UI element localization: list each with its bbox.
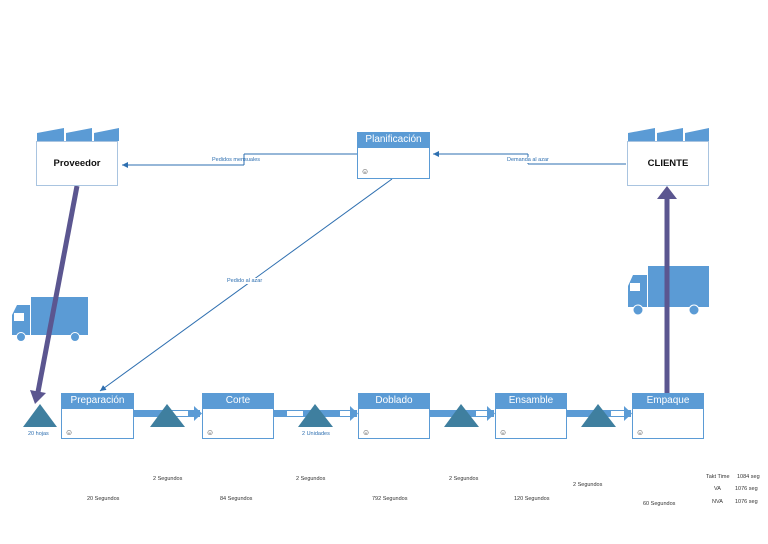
- takt-time-value: 1084 seg: [737, 474, 760, 480]
- nva-value: 1076 seg: [735, 499, 758, 505]
- process-time-3: 792 Segundos: [372, 496, 408, 502]
- process-header-ensamble: Ensamble: [495, 393, 567, 408]
- process-box-preparacion: ☺: [61, 408, 134, 439]
- supplier-delivery-arrow: [30, 185, 80, 404]
- monthly-orders-label: Pedidos mensuales: [212, 157, 261, 163]
- customer-delivery-arrow: [657, 186, 677, 394]
- random-demand-label: Demanda al azar: [507, 157, 549, 163]
- operator-icon: ☺: [362, 428, 371, 437]
- process-box-empaque: ☺: [632, 408, 704, 439]
- process-time-1: 20 Segundos: [87, 496, 120, 502]
- operator-icon: ☺: [499, 428, 508, 437]
- operator-icon: ☺: [206, 428, 215, 437]
- va-label: VA: [714, 486, 721, 492]
- customer-truck-icon: [628, 266, 709, 316]
- process-time-5: 60 Segundos: [643, 501, 676, 507]
- inventory-label-second: 2 Unidades: [302, 431, 330, 437]
- process-time-4: 120 Segundos: [514, 496, 550, 502]
- supplier-factory-icon: [37, 128, 119, 141]
- takt-time-label: Takt Time: [706, 474, 730, 480]
- process-box-ensamble: ☺: [495, 408, 567, 439]
- random-order-label: Pedido al azar: [227, 278, 263, 284]
- operator-icon: ☺: [636, 428, 645, 437]
- wait-time-4: 2 Segundos: [573, 482, 603, 488]
- process-header-preparacion: Preparación: [61, 393, 134, 408]
- supplier-truck-icon: [12, 297, 88, 342]
- wait-time-1: 2 Segundos: [153, 476, 183, 482]
- supplier-label: Proveedor: [53, 158, 101, 169]
- va-value: 1076 seg: [735, 486, 758, 492]
- inventory-triangles: [23, 404, 616, 427]
- process-header-doblado: Doblado: [358, 393, 430, 408]
- nva-label: NVA: [712, 499, 723, 505]
- info-flow-random-order: [99, 178, 393, 392]
- process-header-corte: Corte: [202, 393, 274, 408]
- operator-icon: ☺: [361, 167, 370, 176]
- inventory-label-first: 20 hojas: [28, 431, 49, 437]
- wait-time-2: 2 Segundos: [296, 476, 326, 482]
- process-time-2: 84 Segundos: [220, 496, 253, 502]
- operator-icon: ☺: [65, 428, 74, 437]
- wait-time-3: 2 Segundos: [449, 476, 479, 482]
- process-box-corte: ☺: [202, 408, 274, 439]
- process-header-empaque: Empaque: [632, 393, 704, 408]
- customer-label: CLIENTE: [647, 158, 689, 169]
- customer-factory-icon: [628, 128, 709, 141]
- customer-box: CLIENTE: [627, 141, 709, 186]
- process-box-doblado: ☺: [358, 408, 430, 439]
- planning-box: ☺: [357, 147, 430, 179]
- planning-title: Planificación: [357, 132, 430, 147]
- info-flow-monthly-orders: [122, 153, 357, 168]
- supplier-box: Proveedor: [36, 141, 118, 186]
